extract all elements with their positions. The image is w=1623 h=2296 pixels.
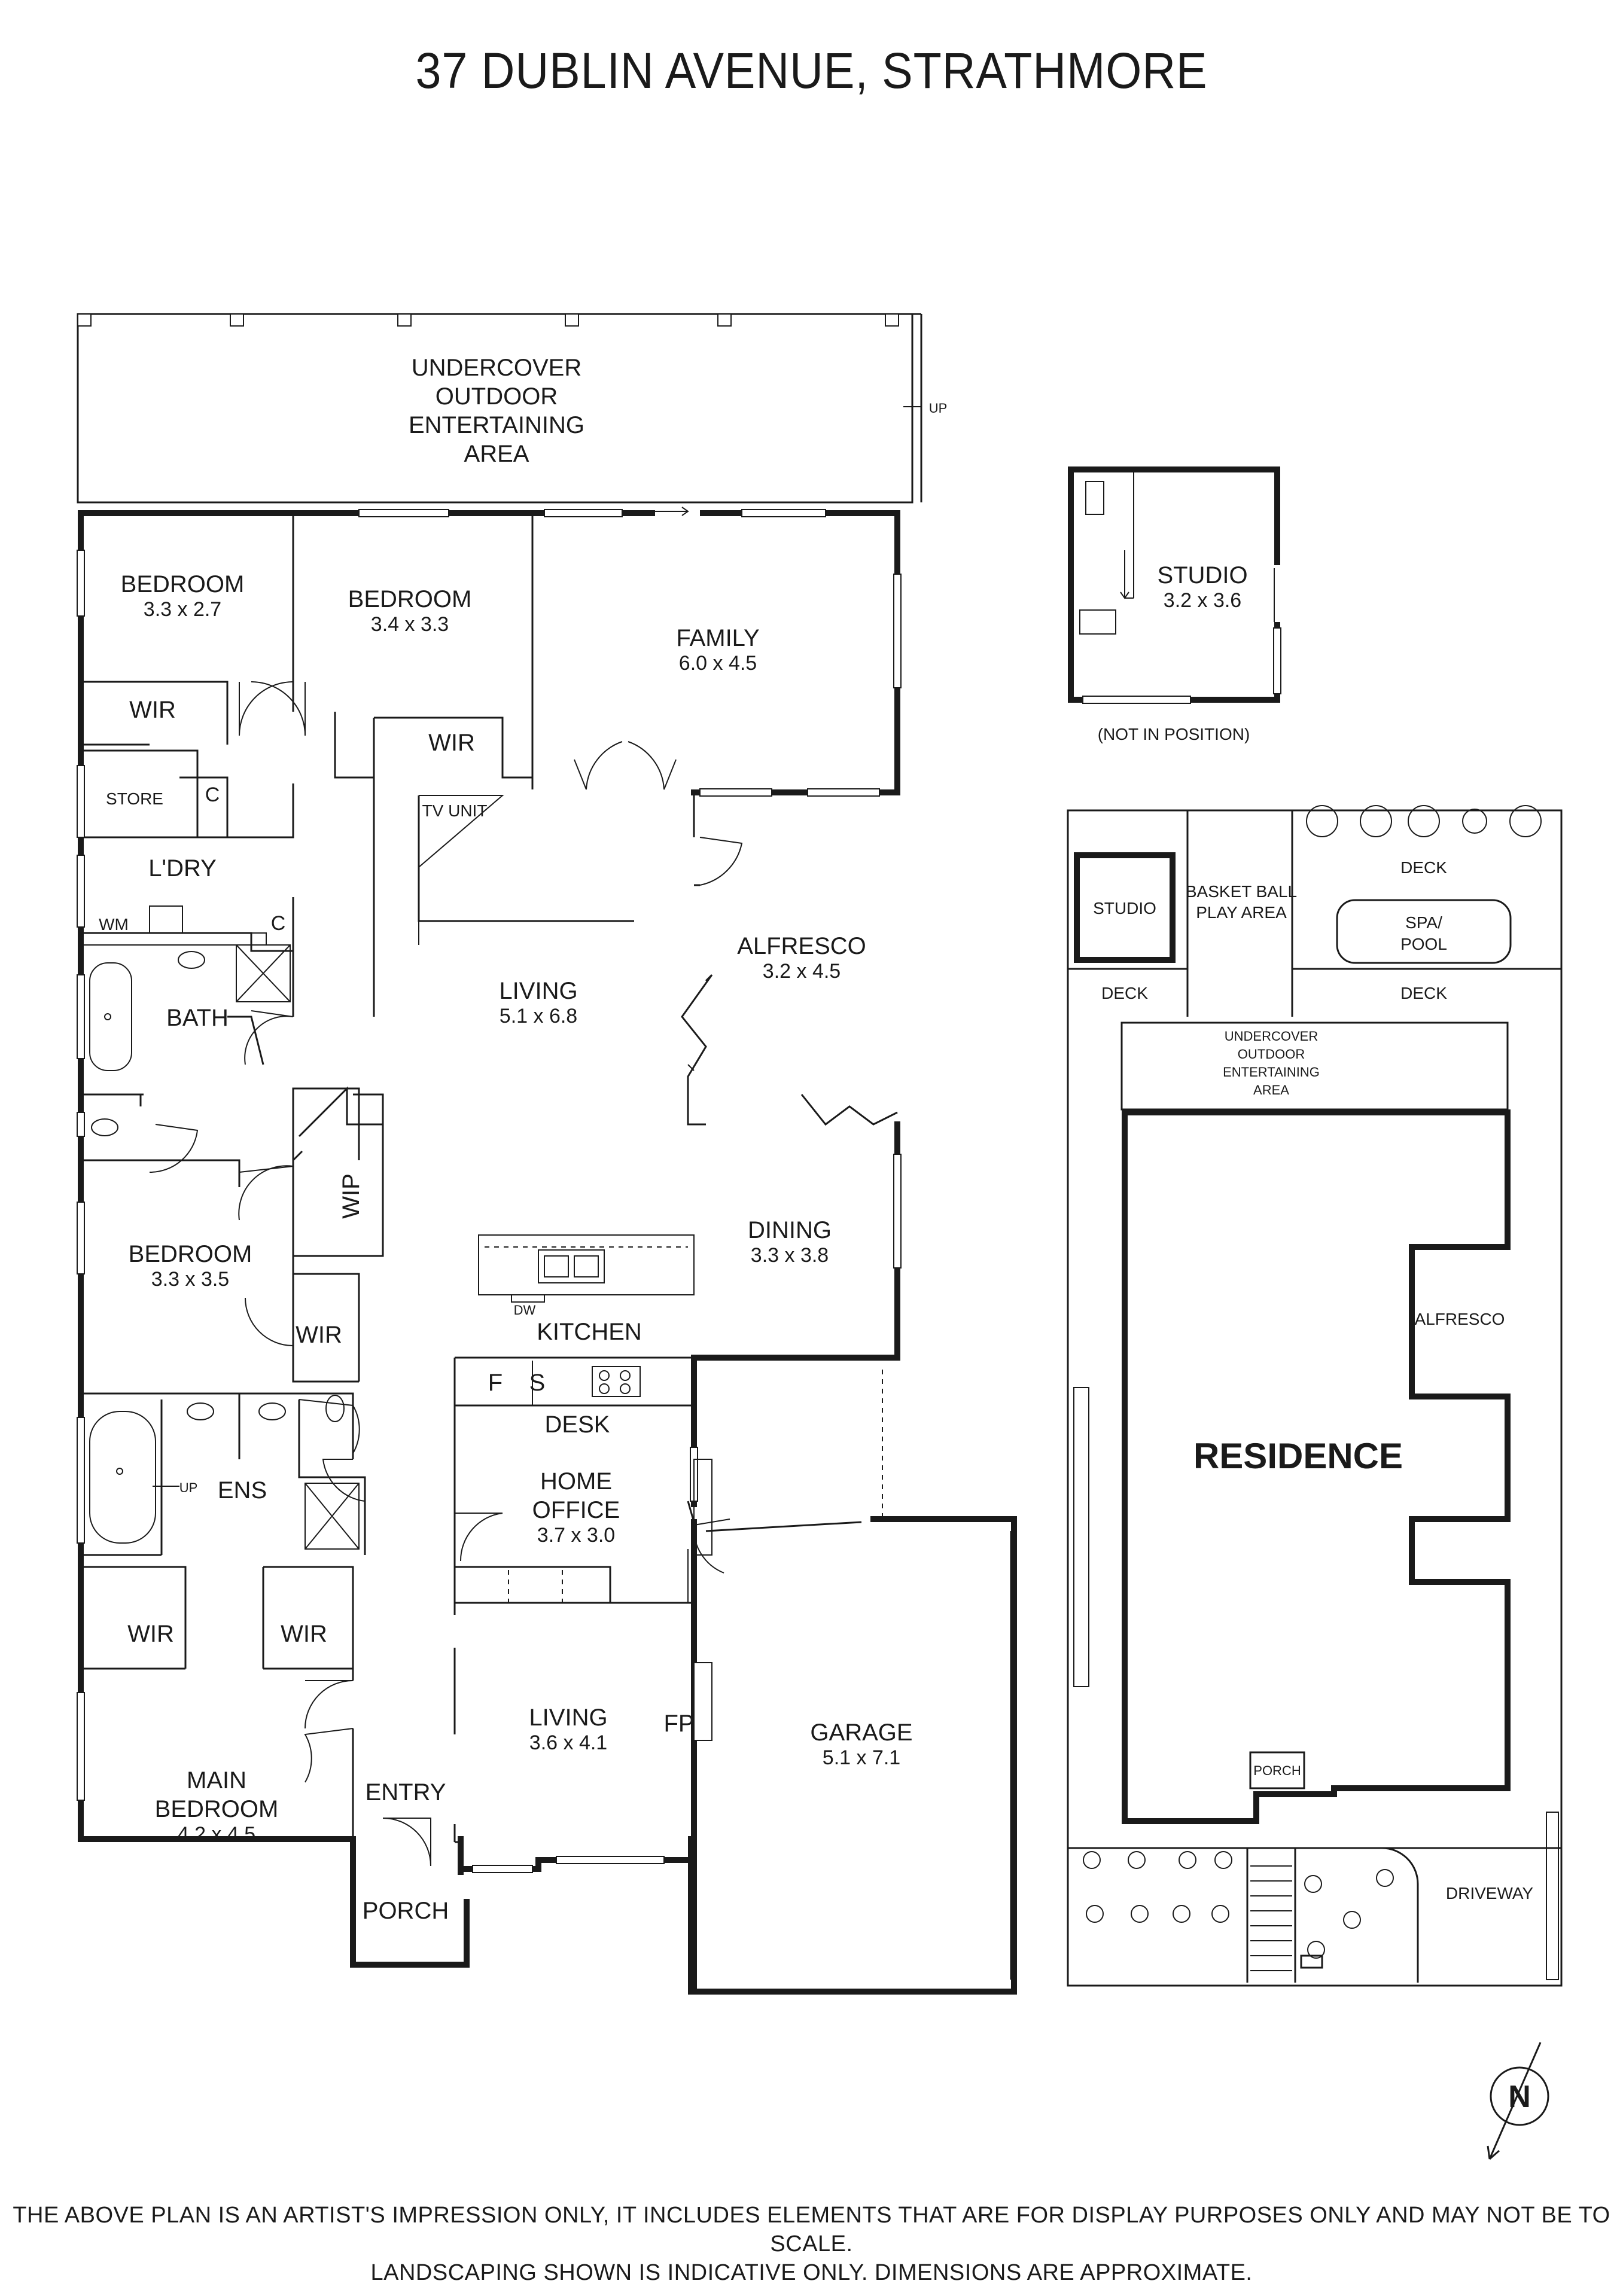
porch-outline	[350, 1863, 470, 1968]
wip-label: WIP	[338, 1173, 364, 1219]
site-boundary	[1067, 809, 1563, 1987]
site-undercover-3: ENTERTAINING	[1223, 1065, 1320, 1080]
disclaimer-line-1: THE ABOVE PLAN IS AN ARTIST'S IMPRESSION…	[13, 2203, 1610, 2257]
compass-n-label: N	[1508, 2079, 1531, 2114]
home-office-name-1: HOME	[540, 1468, 612, 1495]
residence-label: RESIDENCE	[1193, 1436, 1403, 1476]
site-porch-label: PORCH	[1253, 1763, 1301, 1778]
living1-name: LIVING	[499, 978, 577, 1004]
studio-note: (NOT IN POSITION)	[1098, 725, 1250, 743]
site-plan: STUDIO BASKET BALL PLAY AREA DECK SPA/ P…	[1067, 805, 1563, 1987]
family-name: FAMILY	[676, 625, 759, 651]
fp-label: FP	[663, 1710, 694, 1737]
c1-label: C	[205, 783, 220, 806]
deck-right-label: DECK	[1400, 984, 1447, 1002]
family-dim: 6.0 x 4.5	[679, 652, 757, 675]
spa-label-1: SPA/	[1405, 913, 1442, 932]
wir4-label: WIR	[127, 1621, 174, 1647]
alfresco-dim: 3.2 x 4.5	[763, 960, 841, 983]
home-office-dim: 3.7 x 3.0	[537, 1524, 615, 1547]
studio-plan: STUDIO 3.2 x 3.6 (NOT IN POSITION)	[1068, 466, 1281, 743]
up-label: UP	[929, 401, 948, 416]
plan-title: 37 DUBLIN AVENUE, STRATHMORE	[415, 42, 1208, 99]
undercover-label-1: UNDERCOVER	[412, 355, 581, 381]
fridge-label: F	[488, 1370, 503, 1396]
wm-label: WM	[99, 915, 129, 934]
wir3-label: WIR	[296, 1322, 342, 1348]
undercover-area-outline	[77, 313, 913, 504]
basketball-label-2: PLAY AREA	[1196, 903, 1287, 922]
site-undercover-2: OUTDOOR	[1238, 1047, 1305, 1062]
studio-dim: 3.2 x 3.6	[1164, 589, 1241, 612]
wir1-label: WIR	[129, 697, 176, 723]
bedroom1-dim: 3.3 x 2.7	[144, 598, 221, 621]
disclaimer: THE ABOVE PLAN IS AN ARTIST'S IMPRESSION…	[0, 2201, 1623, 2287]
bedroom2-name: BEDROOM	[348, 586, 472, 612]
undercover-label-3: ENTERTAINING	[409, 412, 584, 438]
main-bedroom-dim: 4.2 x 4.5	[178, 1823, 255, 1846]
dining-name: DINING	[748, 1217, 832, 1243]
up-ens-label: UP	[179, 1480, 198, 1495]
garage-dim: 5.1 x 7.1	[823, 1746, 900, 1769]
bedroom3-dim: 3.3 x 3.5	[151, 1268, 229, 1291]
living1-dim: 5.1 x 6.8	[500, 1005, 577, 1027]
deck-left-label: DECK	[1101, 984, 1148, 1002]
wir2-label: WIR	[428, 730, 475, 756]
main-bedroom-name-1: MAIN	[187, 1767, 246, 1794]
basketball-label-1: BASKET BALL	[1186, 882, 1297, 901]
site-studio-label: STUDIO	[1093, 899, 1156, 917]
living2-name: LIVING	[529, 1705, 607, 1731]
driveway-label: DRIVEWAY	[1446, 1884, 1534, 1902]
home-office-name-2: OFFICE	[532, 1497, 620, 1523]
undercover-label-4: AREA	[464, 441, 529, 467]
bedroom2-dim: 3.4 x 3.3	[371, 613, 449, 636]
site-alfresco-label: ALFRESCO	[1415, 1310, 1505, 1328]
main-house	[77, 313, 1017, 1995]
bath-label: BATH	[166, 1005, 229, 1031]
north-compass: N	[1487, 2042, 1549, 2160]
living2-dim: 3.6 x 4.1	[529, 1731, 607, 1754]
kitchen-label: KITCHEN	[537, 1319, 642, 1345]
stove-label: S	[529, 1370, 546, 1396]
spa-label-2: POOL	[1400, 935, 1447, 953]
dining-dim: 3.3 x 3.8	[751, 1244, 829, 1267]
porch-label: PORCH	[363, 1898, 449, 1924]
bedroom3-name: BEDROOM	[129, 1241, 252, 1267]
deck-top-label: DECK	[1400, 858, 1447, 877]
tv-unit-label: TV UNIT	[422, 801, 488, 820]
ens-label: ENS	[218, 1477, 267, 1504]
bedroom1-name: BEDROOM	[121, 571, 245, 597]
alfresco-name: ALFRESCO	[737, 933, 866, 959]
c2-label: C	[271, 912, 286, 935]
undercover-label-2: OUTDOOR	[436, 383, 558, 410]
disclaimer-line-2: LANDSCAPING SHOWN IS INDICATIVE ONLY. DI…	[370, 2260, 1253, 2285]
dw-label: DW	[514, 1303, 536, 1318]
studio-name: STUDIO	[1157, 562, 1247, 589]
site-undercover-4: AREA	[1253, 1083, 1289, 1097]
laundry-label: L'DRY	[148, 855, 217, 882]
main-bedroom-name-2: BEDROOM	[155, 1796, 279, 1822]
site-undercover-1: UNDERCOVER	[1225, 1029, 1318, 1044]
main-house-labels: UNDERCOVER OUTDOOR ENTERTAINING AREA UP …	[99, 355, 947, 1924]
garage-name: GARAGE	[810, 1719, 912, 1746]
store-label: STORE	[106, 789, 163, 808]
desk-label: DESK	[545, 1411, 610, 1438]
wir5-label: WIR	[281, 1621, 327, 1647]
entry-label: ENTRY	[366, 1779, 446, 1806]
